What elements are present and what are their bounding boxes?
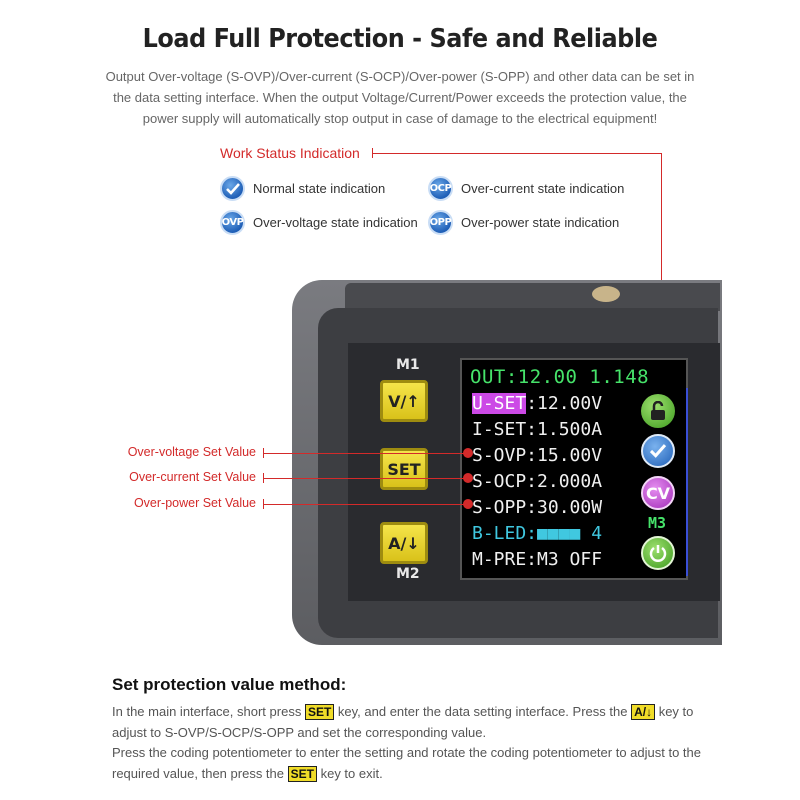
legend-ovp: OVP Over-voltage state indication — [220, 210, 418, 235]
check-icon — [220, 176, 245, 201]
method-p2-b: key to exit. — [320, 765, 383, 781]
s-ovp-row: S-OVP:15.00V — [472, 445, 603, 466]
set-key-badge-exit: SET — [287, 765, 317, 782]
u-set-value: :12.00V — [526, 393, 603, 414]
u-set-row: U-SET:12.00V — [472, 393, 602, 414]
device-top-edge — [345, 283, 720, 311]
m3-label: M3 — [648, 514, 667, 532]
i-set-row: I-SET:1.500A — [472, 419, 603, 440]
ovp-annotation: Over-voltage Set Value — [127, 445, 256, 459]
screen-divider — [686, 388, 688, 576]
legend-opp: OPP Over-power state indication — [428, 210, 619, 235]
cv-icon: CV — [641, 476, 675, 510]
ovp-leader — [263, 453, 468, 454]
b-led-row: B-LED:■■■■ 4 — [472, 523, 603, 544]
ocp-annotation: Over-current Set Value — [129, 470, 256, 484]
ovp-marker — [463, 448, 473, 458]
method-p1-a: In the main interface, short press — [112, 704, 302, 719]
ocp-leader-cap — [263, 473, 264, 483]
m1-label: M1 — [396, 357, 420, 373]
legend-normal: Normal state indication — [220, 176, 385, 201]
work-status-leader-cap — [372, 148, 373, 158]
method-p1-b: key, and enter the data setting interfac… — [337, 704, 628, 719]
ovp-icon: OVP — [220, 210, 245, 235]
s-opp-row: S-OPP:30.00W — [472, 497, 603, 518]
method-title: Set protection value method: — [112, 675, 347, 694]
power-icon — [641, 536, 675, 570]
device-knob — [592, 286, 620, 302]
legend-ocp-label: Over-current state indication — [461, 181, 625, 196]
ovp-leader-cap — [263, 448, 264, 458]
ocp-leader — [263, 478, 468, 479]
lcd-screen: OUT:12.00 1.148 U-SET:12.00V I-SET:1.500… — [460, 358, 688, 580]
u-set-label: U-SET — [472, 393, 527, 414]
opp-leader-cap — [263, 499, 264, 509]
opp-leader — [263, 504, 468, 505]
legend-normal-label: Normal state indication — [253, 181, 386, 196]
m2-label: M2 — [396, 566, 420, 582]
m-pre-row: M-PRE:M3 OFF — [472, 549, 603, 570]
s-ocp-row: S-OCP:2.000A — [472, 471, 603, 492]
method-text: In the main interface, short press SET k… — [112, 702, 712, 784]
opp-annotation: Over-power Set Value — [133, 496, 256, 510]
set-key-badge: SET — [304, 704, 335, 720]
page-title: Load Full Protection - Safe and Reliable — [142, 24, 658, 54]
check-icon — [641, 434, 675, 468]
a-down-key-badge: A/↓ — [631, 704, 656, 720]
current-down-button[interactable]: A/↓ — [380, 522, 428, 564]
legend-ocp: OCP Over-current state indication — [428, 176, 624, 201]
set-button[interactable]: SET — [380, 448, 428, 490]
work-status-leader-v — [661, 153, 662, 403]
legend-opp-label: Over-power state indication — [461, 215, 620, 230]
ocp-icon: OCP — [428, 176, 453, 201]
opp-marker — [463, 499, 473, 509]
intro-text: Output Over-voltage (S-OVP)/Over-current… — [105, 69, 695, 126]
output-readout: OUT:12.00 1.148 — [470, 366, 650, 388]
legend-ovp-label: Over-voltage state indication — [253, 215, 418, 230]
voltage-up-button[interactable]: V/↑ — [380, 380, 428, 422]
unlock-icon — [641, 394, 675, 428]
opp-icon: OPP — [428, 210, 453, 235]
work-status-leader-h — [372, 153, 662, 154]
method-p2-a: Press the coding potentiometer to enter … — [112, 745, 701, 781]
work-status-title: Work Status Indication — [220, 145, 360, 161]
ocp-marker — [463, 473, 473, 483]
method-p1-c: key to adjust to S-OVP/S-OCP/S-OPP and s… — [112, 704, 694, 740]
